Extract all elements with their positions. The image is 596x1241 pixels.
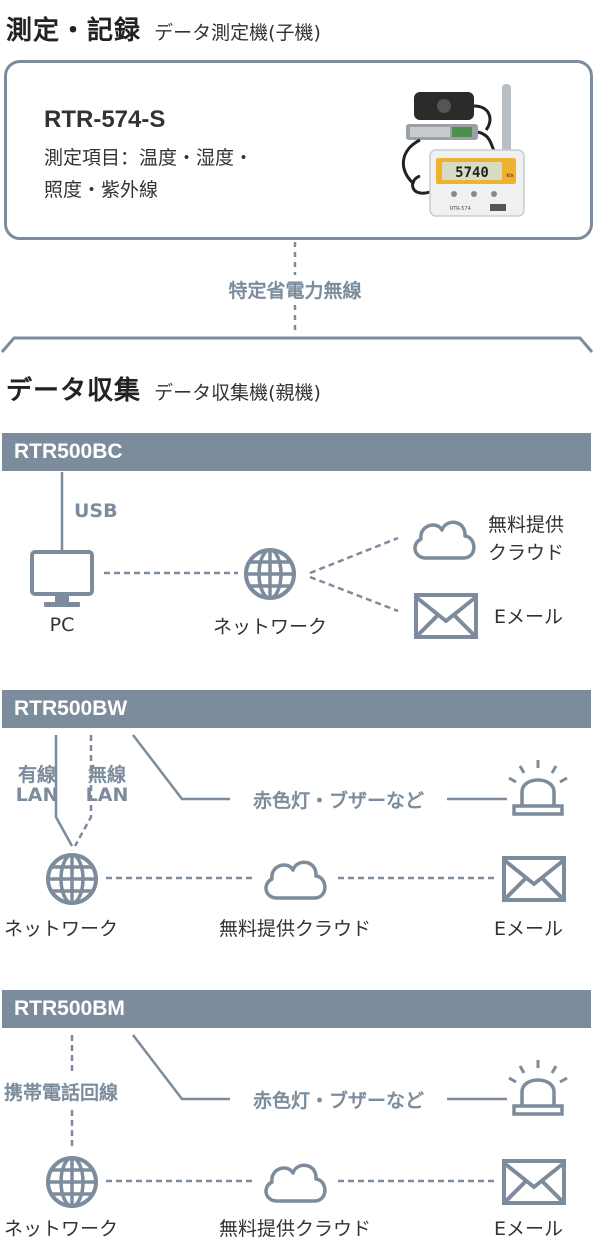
collect-subtitle: データ収集機(親機) <box>154 382 321 404</box>
network-globe-icon <box>46 1156 98 1208</box>
alarm-light-icon <box>508 760 568 816</box>
section-subtitle: データ測定機(子機) <box>154 22 321 44</box>
mail-icon <box>414 593 478 639</box>
cloud-label-line1: 無料提供 <box>488 514 565 536</box>
wireless-lan-label-line1: 無線 <box>87 764 126 786</box>
device-display-value: 5740 <box>455 165 489 181</box>
usb-label: USB <box>74 500 118 522</box>
wireless-label: 特定省電力無線 <box>228 280 362 302</box>
pc-label: PC <box>49 614 75 636</box>
measure-items-line1: 測定項目：温度・湿度・ <box>44 147 254 169</box>
network-label: ネットワーク <box>4 918 119 940</box>
cloud-label-line2: クラウド <box>488 542 565 564</box>
email-label: Eメール <box>494 1218 564 1240</box>
measure-header: 測定・記録 データ測定機(子機) <box>6 10 321 47</box>
cloud-icon <box>264 1163 327 1203</box>
device-label-model: RTR-574 <box>450 206 471 212</box>
mobile-line-label: 携帯電話回線 <box>4 1082 119 1104</box>
device-display-unit: klx <box>506 173 513 179</box>
wired-lan-label-line2: LAN <box>15 784 59 806</box>
alarm-label: 赤色灯・ブザーなど <box>252 790 424 812</box>
network-globe-icon <box>244 548 296 600</box>
measure-items-line2: 照度・紫外線 <box>44 179 159 201</box>
cloud-icon <box>413 520 476 560</box>
alarm-label: 赤色灯・ブザーなど <box>252 1090 424 1112</box>
cloud-icon <box>264 860 327 900</box>
wired-lan-label-line1: 有線 <box>17 764 56 786</box>
email-label: Eメール <box>494 606 564 628</box>
mail-icon <box>502 856 566 902</box>
network-label: ネットワーク <box>212 616 327 638</box>
wireless-lan-label-line2: LAN <box>85 784 129 806</box>
cloud-label: 無料提供クラウド <box>218 918 371 940</box>
network-label: ネットワーク <box>4 1218 119 1240</box>
rtr500bc-bar: RTR500BC <box>2 433 591 471</box>
email-label: Eメール <box>494 918 564 940</box>
device-box <box>4 60 593 240</box>
cloud-label: 無料提供クラウド <box>218 1218 371 1240</box>
section-title: 測定・記録 <box>6 16 142 46</box>
mail-icon <box>502 1159 566 1205</box>
alarm-light-icon <box>508 1060 568 1116</box>
rtr500bw-bar: RTR500BW <box>2 690 591 728</box>
network-globe-icon <box>46 853 98 905</box>
data-logger-device-illustration: 5740 klx RTR-574 <box>402 84 525 217</box>
collect-title: データ収集 <box>6 376 142 406</box>
device-model: RTR-574-S <box>44 106 166 133</box>
pc-icon <box>30 550 94 607</box>
rtr500bm-bar: RTR500BM <box>2 990 591 1028</box>
collect-header: データ収集 データ収集機(親機) <box>6 370 321 407</box>
